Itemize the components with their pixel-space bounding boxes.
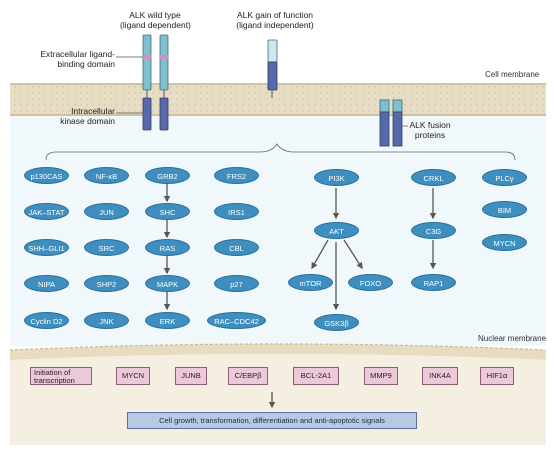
node-pi3k: PI3K (314, 169, 359, 186)
node-plcg: PLCγ (482, 169, 527, 186)
node-p130cas: p130CAS (24, 167, 69, 184)
label-intracellular-domain: Intracellular kinase domain (55, 106, 115, 126)
node-cbl: CBL (214, 239, 259, 256)
gene-junb: JUNB (175, 367, 207, 385)
node-crkl: CRKL (411, 169, 456, 186)
alk-fusion-proteins (379, 99, 403, 147)
node-gsk3b: GSK3β (314, 314, 359, 331)
alk-wild-type-receptor (142, 34, 169, 131)
label-alk-fusion-line1: ALK fusion (409, 120, 451, 130)
node-shp2: SHP2 (84, 275, 129, 292)
node-p27: p27 (214, 275, 259, 292)
node-nipa: NIPA (24, 275, 69, 292)
label-alk-gain: ALK gain of function (ligand independent… (230, 10, 320, 30)
node-frs2: FRS2 (214, 167, 259, 184)
node-mtor: mTOR (288, 274, 333, 291)
label-alk-wild-type-line1: ALK wild type (129, 10, 181, 20)
node-jnk: JNK (84, 312, 129, 329)
node-shc: SHC (145, 203, 190, 220)
label-intracellular-line1: Intracellular (71, 106, 115, 116)
node-bim: BIM (482, 201, 527, 218)
node-rac-cdc42: RAC–CDC42 (207, 312, 266, 329)
gene-cebpb: C/EBPβ (228, 367, 268, 385)
gene-ink4a: INK4A (422, 367, 458, 385)
label-alk-gain-line1: ALK gain of function (236, 10, 314, 20)
gene-hif1a: HIF1α (480, 367, 514, 385)
gene-bcl-2a1: BCL-2A1 (293, 367, 339, 385)
outcome-box: Cell growth, transformation, differentia… (127, 412, 417, 429)
label-alk-wild-type-line2: (ligand dependent) (120, 20, 191, 30)
node-grb2: GRB2 (145, 167, 190, 184)
label-cell-membrane: Cell membrane (485, 70, 540, 79)
node-jun: JUN (84, 203, 129, 220)
cytoplasm (10, 116, 546, 346)
label-alk-fusion: ALK fusion proteins (405, 120, 455, 140)
node-mapk: MAPK (145, 275, 190, 292)
cell-membrane (10, 83, 546, 116)
node-mycn: MYCN (482, 234, 527, 251)
node-nf-kb: NF-κB (84, 167, 129, 184)
node-jak-stat: JAK–STAT (24, 203, 69, 220)
label-alk-gain-line2: (ligand independent) (236, 20, 314, 30)
pathway-bracket (45, 143, 516, 161)
label-alk-wild-type: ALK wild type (ligand dependent) (120, 10, 191, 30)
label-nuclear-membrane: Nuclear membrane (478, 334, 547, 343)
node-irs1: IRS1 (214, 203, 259, 220)
gene-initiation-line2: transcription (34, 376, 75, 385)
node-src: SRC (84, 239, 129, 256)
gene-mmp9: MMP9 (364, 367, 398, 385)
gene-initiation-line1: Initiation of (34, 368, 71, 377)
node-c3g: C3G (411, 222, 456, 239)
gene-mycn: MYCN (116, 367, 150, 385)
label-intracellular-line2: kinase domain (60, 116, 115, 126)
node-shh-gli1: SHH–GLI1 (24, 239, 69, 256)
pathway-arrows (163, 184, 437, 311)
alk-gain-of-function-receptor (267, 39, 278, 98)
gene-initiation-of-transcription: Initiation of transcription (30, 367, 92, 385)
node-akt: AKT (314, 222, 359, 239)
node-ras: RAS (145, 239, 190, 256)
node-foxo: FOXO (348, 274, 393, 291)
label-extracellular-line1: Extracellular ligand- (40, 49, 115, 59)
label-extracellular-line2: binding domain (57, 59, 115, 69)
node-erk: ERK (145, 312, 190, 329)
node-cyclin-d2: Cyclin D2 (24, 312, 69, 329)
node-rap1: RAP1 (411, 274, 456, 291)
label-alk-fusion-line2: proteins (414, 130, 446, 140)
label-extracellular-domain: Extracellular ligand- binding domain (35, 49, 115, 69)
nuclear-membrane (9, 343, 547, 360)
